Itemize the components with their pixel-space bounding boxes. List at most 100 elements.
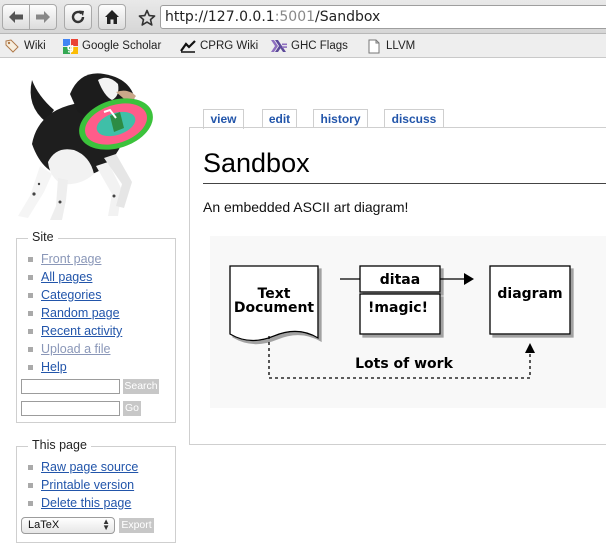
tab-discuss[interactable]: discuss xyxy=(384,109,444,128)
this-page-links-list: Raw page source Printable version Delete… xyxy=(22,458,138,512)
list-item: Help xyxy=(22,358,122,376)
address-bar[interactable]: http://127.0.0.1:5001/Sandbox xyxy=(160,5,606,29)
categories-link[interactable]: Categories xyxy=(41,288,102,302)
cprg-icon xyxy=(180,38,196,54)
select-arrows-icon: ▲▼ xyxy=(102,517,110,532)
arrow-head-icon xyxy=(464,273,474,285)
tab-view[interactable]: view xyxy=(203,109,244,129)
printable-version-link[interactable]: Printable version xyxy=(41,478,135,492)
document-shape xyxy=(229,265,319,342)
bullet-icon xyxy=(28,364,33,370)
forward-button[interactable] xyxy=(29,4,57,30)
bookmark-google-scholar[interactable]: g Google Scholar xyxy=(62,37,161,55)
bookmark-cprg-wiki[interactable]: CPRG Wiki xyxy=(180,37,258,55)
list-item: Front page xyxy=(22,250,122,268)
forward-arrow-icon xyxy=(36,11,50,23)
bookmark-ghc-flags[interactable]: GHC Flags xyxy=(271,37,348,55)
list-item: Random page xyxy=(22,304,122,322)
document-label-line1: Text xyxy=(258,286,291,302)
all-pages-link[interactable]: All pages xyxy=(41,270,93,284)
url-host: 127.0.0.1 xyxy=(207,9,275,25)
bookmark-llvm[interactable]: LLVM xyxy=(366,37,415,55)
list-item: Categories xyxy=(22,286,122,304)
bookmarks-bar: Wiki g Google Scholar CPRG Wiki GHC Flag… xyxy=(0,34,606,58)
intro-text: An embedded ASCII art diagram! xyxy=(203,199,409,215)
list-item: Delete this page xyxy=(22,494,138,512)
recent-activity-link[interactable]: Recent activity xyxy=(41,324,123,338)
help-link[interactable]: Help xyxy=(41,360,67,374)
list-item: Recent activity xyxy=(22,322,122,340)
bullet-icon xyxy=(28,274,33,280)
reload-icon xyxy=(71,10,85,24)
site-box-title: Site xyxy=(28,230,58,244)
reload-button[interactable] xyxy=(64,4,92,30)
this-page-box: This page Raw page source Printable vers… xyxy=(16,438,176,543)
magic-box xyxy=(359,293,441,335)
page-title: Sandbox xyxy=(203,148,310,178)
browser-toolbar: http://127.0.0.1:5001/Sandbox xyxy=(0,0,606,34)
back-button[interactable] xyxy=(2,4,30,30)
export-format-value: LaTeX xyxy=(28,519,60,531)
tab-edit[interactable]: edit xyxy=(262,109,297,128)
title-divider xyxy=(203,183,606,184)
svg-text:g: g xyxy=(66,42,73,53)
delete-page-link[interactable]: Delete this page xyxy=(41,496,132,510)
bullet-icon xyxy=(28,464,33,470)
bullet-icon xyxy=(28,310,33,316)
tag-icon xyxy=(4,38,20,54)
site-links-list: Front page All pages Categories Random p… xyxy=(22,250,122,376)
bullet-icon xyxy=(28,328,33,334)
wiki-logo-dog-frisbee-image[interactable] xyxy=(12,66,162,222)
search-button[interactable]: Search xyxy=(123,379,159,394)
bullet-icon xyxy=(28,500,33,506)
ditaa-box xyxy=(359,265,441,293)
home-button[interactable] xyxy=(98,4,126,30)
bookmark-label: CPRG Wiki xyxy=(200,40,259,52)
bullet-icon xyxy=(28,256,33,262)
bullet-icon xyxy=(28,346,33,352)
bookmark-star-button[interactable] xyxy=(136,7,158,29)
export-button[interactable]: Export xyxy=(119,518,154,533)
site-navigation-box: Site Front page All pages Categories Ran… xyxy=(16,230,176,423)
google-icon: g xyxy=(62,38,78,54)
haskell-icon xyxy=(271,38,287,54)
diagram-box xyxy=(489,265,571,335)
upload-file-link[interactable]: Upload a file xyxy=(41,342,111,356)
list-item: All pages xyxy=(22,268,122,286)
raw-page-source-link[interactable]: Raw page source xyxy=(41,460,139,474)
dashed-arrow-head-icon xyxy=(525,343,535,353)
star-icon xyxy=(138,9,156,26)
home-icon xyxy=(105,10,119,24)
back-arrow-icon xyxy=(9,11,23,23)
this-page-box-title: This page xyxy=(28,438,91,452)
page-icon xyxy=(366,38,382,54)
list-item: Raw page source xyxy=(22,458,138,476)
tab-history[interactable]: history xyxy=(313,109,368,128)
front-page-link[interactable]: Front page xyxy=(41,252,102,266)
lots-of-work-label: Lots of work xyxy=(355,356,453,372)
url-path: /Sandbox xyxy=(315,9,381,25)
bookmark-label: Wiki xyxy=(24,40,46,52)
ditaa-diagram: Text Document ditaa !magic! diagram Lots… xyxy=(229,265,571,379)
bullet-icon xyxy=(28,482,33,488)
search-input[interactable] xyxy=(21,379,120,394)
content-area xyxy=(189,127,606,445)
go-button[interactable]: Go xyxy=(123,401,141,416)
bookmark-label: GHC Flags xyxy=(291,40,348,52)
bullet-icon xyxy=(28,292,33,298)
dashed-path xyxy=(268,336,531,379)
ascii-diagram-image: Text Document ditaa !magic! diagram Lots… xyxy=(210,236,606,408)
bookmark-label: LLVM xyxy=(386,40,416,52)
url-port: :5001 xyxy=(274,9,316,25)
list-item: Upload a file xyxy=(22,340,122,358)
diagram-label: diagram xyxy=(497,286,562,302)
list-item: Printable version xyxy=(22,476,138,494)
document-label-line2: Document xyxy=(234,300,315,316)
ditaa-label: ditaa xyxy=(380,272,420,288)
random-page-link[interactable]: Random page xyxy=(41,306,120,320)
go-input[interactable] xyxy=(21,401,120,416)
url-prefix: http:// xyxy=(165,9,208,25)
export-format-select[interactable]: LaTeX ▲▼ xyxy=(21,517,115,534)
bookmark-wiki[interactable]: Wiki xyxy=(4,37,46,55)
bookmark-label: Google Scholar xyxy=(82,40,162,52)
